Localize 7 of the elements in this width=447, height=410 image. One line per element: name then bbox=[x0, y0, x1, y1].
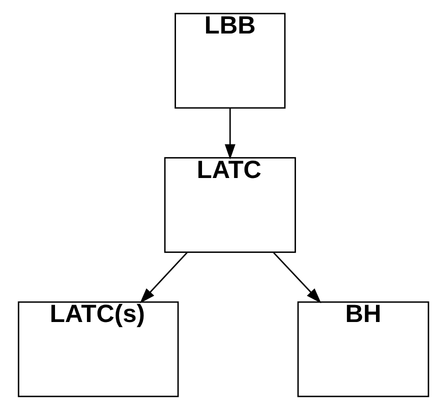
node-box: BH bbox=[297, 301, 430, 398]
node-box: LATC bbox=[164, 157, 296, 253]
node-box: LBB bbox=[174, 12, 286, 109]
arrow bbox=[272, 252, 322, 304]
node-box: LATC(s) bbox=[18, 301, 179, 398]
arrow bbox=[224, 108, 236, 160]
arrow bbox=[140, 252, 188, 304]
